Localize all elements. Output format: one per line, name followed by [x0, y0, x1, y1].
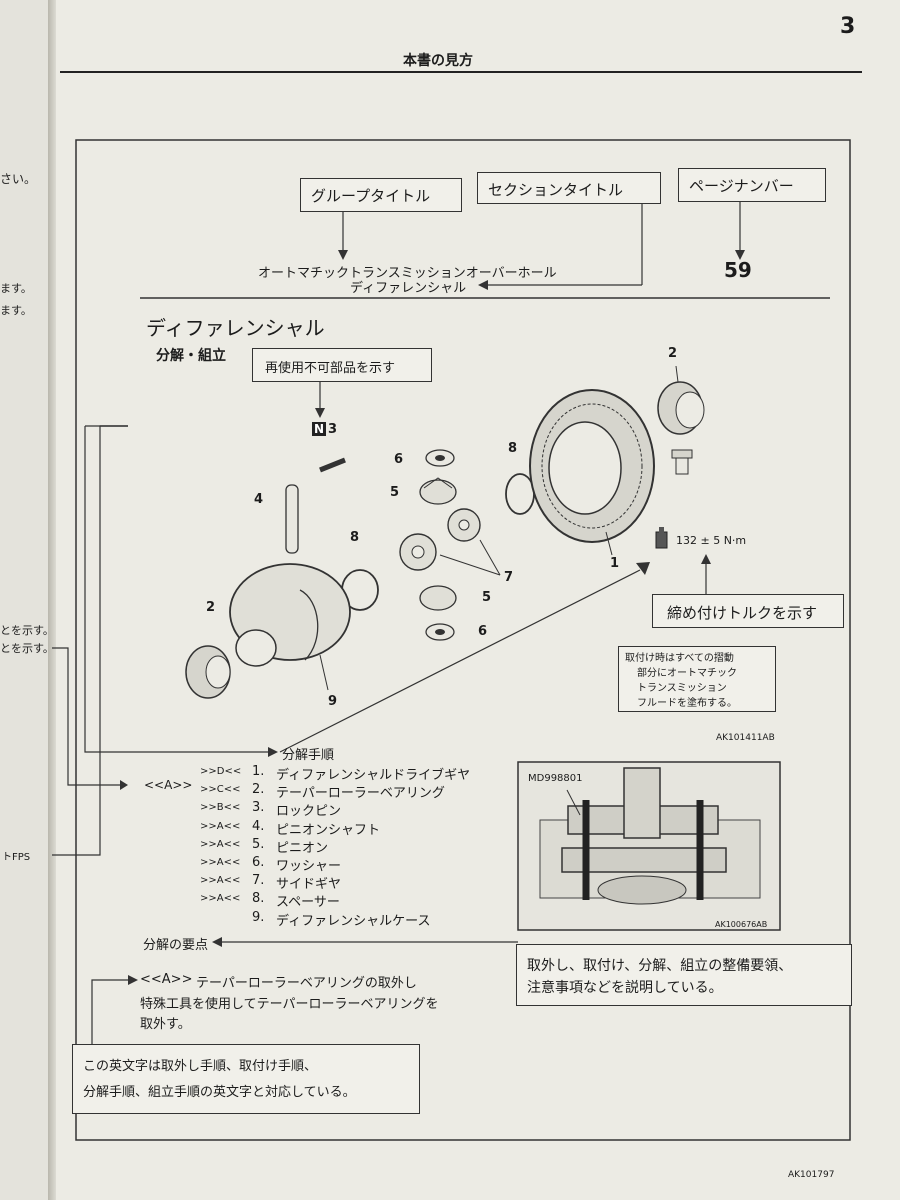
part-number: 2 [206, 600, 216, 615]
step-number: 4. [252, 819, 265, 834]
tool-label: MD998801 [528, 773, 583, 784]
step-text: テーパーローラーベアリング [276, 786, 445, 801]
book-spine [48, 0, 56, 1200]
step-number: 7. [252, 873, 265, 888]
part-number: 5 [482, 590, 492, 605]
torque-callout: 締め付けトルクを示す [652, 594, 844, 628]
left-fragment: ます。 [0, 282, 32, 295]
page-number-label: ページナンバー [689, 177, 794, 195]
key-item-title: テーパーローラーベアリングの取外し [196, 976, 417, 991]
non-reusable-callout: 再使用不可部品を示す [252, 348, 432, 382]
page-number-value: 59 [724, 258, 752, 282]
group-title-value: オートマチックトランスミッションオーバーホール [258, 266, 557, 281]
subheading: 分解・組立 [156, 348, 226, 364]
left-fragment: とを示す。 [0, 642, 54, 655]
step-number: 6. [252, 855, 265, 870]
section-title-value: ディファレンシャル [350, 281, 467, 296]
part-number: 9 [328, 694, 338, 709]
left-fragment: ます。 [0, 304, 32, 317]
part-number: 8 [350, 530, 360, 545]
part-number: 1 [610, 556, 620, 571]
step-text: サイドギヤ [276, 877, 342, 892]
step-marker: <<A>> [144, 778, 193, 792]
part-number: 2 [668, 346, 678, 361]
step-code: >>A<< [200, 839, 241, 850]
part-number: 7 [504, 570, 514, 585]
step-text: ピニオン [276, 841, 329, 856]
group-title-box: グループタイトル [300, 178, 462, 212]
step-number: 2. [252, 782, 265, 797]
description-callout: 取外し、取付け、分解、組立の整備要領、 注意事項などを説明している。 [516, 944, 852, 1006]
step-number: 3. [252, 800, 265, 815]
figure-code: AK101797 [788, 1170, 835, 1180]
step-code: >>D<< [200, 766, 242, 777]
step-text: ワッシャー [276, 859, 342, 874]
step-number: 9. [252, 910, 265, 925]
step-code: >>B<< [200, 802, 241, 813]
letter-callout: この英文字は取外し手順、取付け手順、 分解手順、組立手順の英文字と対応している。 [72, 1044, 420, 1114]
page-number: 3 [840, 14, 856, 39]
key-body-line: 特殊工具を使用してテーパーローラーベアリングを [140, 997, 439, 1012]
step-number: 5. [252, 837, 265, 852]
step-code: >>A<< [200, 875, 241, 886]
description-line: 注意事項などを説明している。 [527, 980, 723, 996]
group-title-label: グループタイトル [311, 187, 431, 205]
section-title-box: セクションタイトル [477, 172, 661, 204]
step-code: >>C<< [200, 784, 241, 795]
step-text: ピニオンシャフト [276, 823, 381, 838]
facing-page [0, 0, 56, 1200]
step-number: 1. [252, 764, 265, 779]
fluid-line: 部分にオートマチック [637, 668, 737, 679]
key-points-title: 分解の要点 [143, 938, 209, 953]
step-text: スペーサー [276, 895, 340, 910]
part-number: 6 [394, 452, 404, 467]
section-heading: ディファレンシャル [146, 316, 325, 340]
procedure-title: 分解手順 [282, 748, 335, 763]
fluid-note: 取付け時はすべての摺動 部分にオートマチック トランスミッション フルードを塗布… [618, 646, 776, 712]
left-fragment: トFPS [2, 852, 31, 863]
fluid-line: 取付け時はすべての摺動 [625, 653, 734, 664]
step-text: ロックピン [276, 804, 342, 819]
step-text: ディファレンシャルケース [276, 914, 431, 929]
step-code: >>A<< [200, 893, 241, 904]
step-code: >>A<< [200, 821, 241, 832]
part-number: 3 [328, 422, 338, 437]
description-line: 取外し、取付け、分解、組立の整備要領、 [527, 958, 793, 974]
step-number: 8. [252, 891, 265, 906]
page-header: 本書の見方 [403, 53, 473, 69]
figure-code: AK101411AB [716, 733, 775, 743]
left-fragment: さい。 [0, 172, 37, 186]
n-badge: N [312, 422, 327, 436]
figure-code: AK100676AB [715, 920, 768, 929]
part-number: 5 [390, 485, 400, 500]
torque-callout-text: 締め付けトルクを示す [667, 604, 818, 622]
step-text: ディファレンシャルドライブギヤ [276, 768, 471, 783]
left-fragment: とを示す。 [0, 624, 54, 637]
key-body-line: 取外す。 [140, 1017, 191, 1032]
page-number-box: ページナンバー [678, 168, 826, 202]
part-number: 8 [508, 441, 518, 456]
key-item-code: <<A>> [140, 972, 193, 987]
fluid-line: トランスミッション [637, 683, 727, 694]
section-title-label: セクションタイトル [488, 181, 624, 199]
fluid-line: フルードを塗布する。 [637, 698, 737, 709]
non-reusable-text: 再使用不可部品を示す [265, 361, 396, 376]
step-code: >>A<< [200, 857, 241, 868]
part-number: 4 [254, 492, 264, 507]
part-number: 6 [478, 624, 488, 639]
letter-line: この英文字は取外し手順、取付け手順、 [83, 1059, 318, 1074]
letter-line: 分解手順、組立手順の英文字と対応している。 [83, 1085, 356, 1100]
torque-value: 132 ± 5 N·m [676, 534, 747, 547]
